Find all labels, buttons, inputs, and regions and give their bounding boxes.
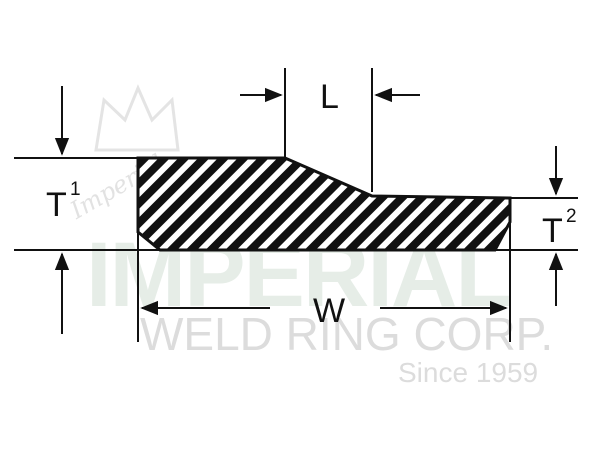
t1-superscript: 1 — [70, 179, 81, 200]
crown-icon — [94, 84, 180, 152]
l-label: L — [320, 78, 339, 116]
dimension-arrows — [54, 86, 564, 334]
watermark-since: Since 1959 — [398, 357, 538, 388]
t2-superscript: 2 — [566, 206, 577, 227]
extension-lines — [14, 68, 578, 342]
ring-cross-section — [136, 156, 512, 252]
dimension-labels: T 1 T 2 L W — [46, 78, 577, 330]
w-label: W — [313, 292, 345, 330]
watermark-company: WELD RING CORP. — [140, 308, 553, 360]
t2-label: T — [542, 212, 563, 250]
t1-label: T — [46, 186, 67, 224]
